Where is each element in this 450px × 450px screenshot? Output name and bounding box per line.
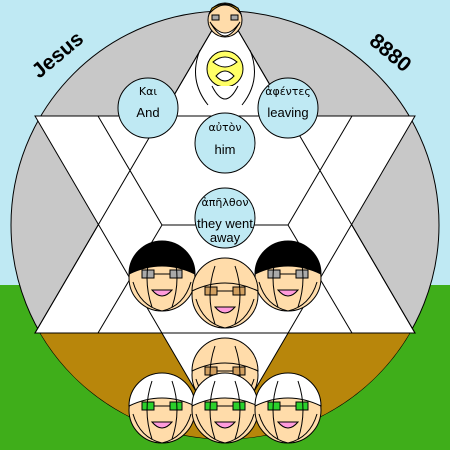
disciple-face: [128, 240, 196, 312]
eye-right: [232, 366, 246, 376]
mouth: [150, 421, 174, 429]
eye-right: [232, 401, 246, 411]
disciple-face: [254, 372, 322, 444]
halo: [206, 50, 244, 88]
top-figure: [195, 2, 255, 106]
hair: [191, 372, 259, 407]
english-word: And: [136, 105, 159, 120]
eye-right: [295, 401, 309, 411]
eye-left: [267, 269, 281, 279]
eye-left: [204, 366, 218, 376]
hair: [128, 240, 196, 275]
greek-word: αὐτὸν: [208, 121, 241, 134]
word-bubble-auton: αὐτὸν him: [194, 112, 256, 174]
english-word: him: [215, 142, 236, 157]
eye-right: [232, 286, 246, 296]
greek-word: Και: [139, 85, 157, 98]
eye-left: [141, 269, 155, 279]
hair: [191, 337, 259, 372]
eye-left: [204, 401, 218, 411]
greek-word: ἀπῆλθον: [202, 196, 249, 209]
mouth: [150, 289, 174, 297]
hair: [191, 257, 259, 292]
disciple-face: [191, 257, 259, 329]
mouth: [213, 421, 237, 429]
mouth: [276, 289, 300, 297]
eye-left: [267, 401, 281, 411]
hair: [254, 240, 322, 275]
eye-right: [169, 401, 183, 411]
eye-right: [295, 269, 309, 279]
english-word: leaving: [267, 105, 308, 120]
disciple-face: [191, 372, 259, 444]
hair: [128, 372, 196, 407]
eye-right: [169, 269, 183, 279]
mouth: [213, 306, 237, 314]
disciple-faces: [128, 240, 322, 444]
word-bubble-aphentes: ἀφέντες leaving: [257, 77, 319, 139]
greek-word: ἀφέντες: [265, 85, 311, 98]
mouth: [276, 421, 300, 429]
word-bubble-kai: Και And: [117, 77, 179, 139]
disciple-face: [254, 240, 322, 312]
eye-left: [141, 401, 155, 411]
disciple-face: [128, 372, 196, 444]
hair: [254, 372, 322, 407]
eye-left: [204, 286, 218, 296]
